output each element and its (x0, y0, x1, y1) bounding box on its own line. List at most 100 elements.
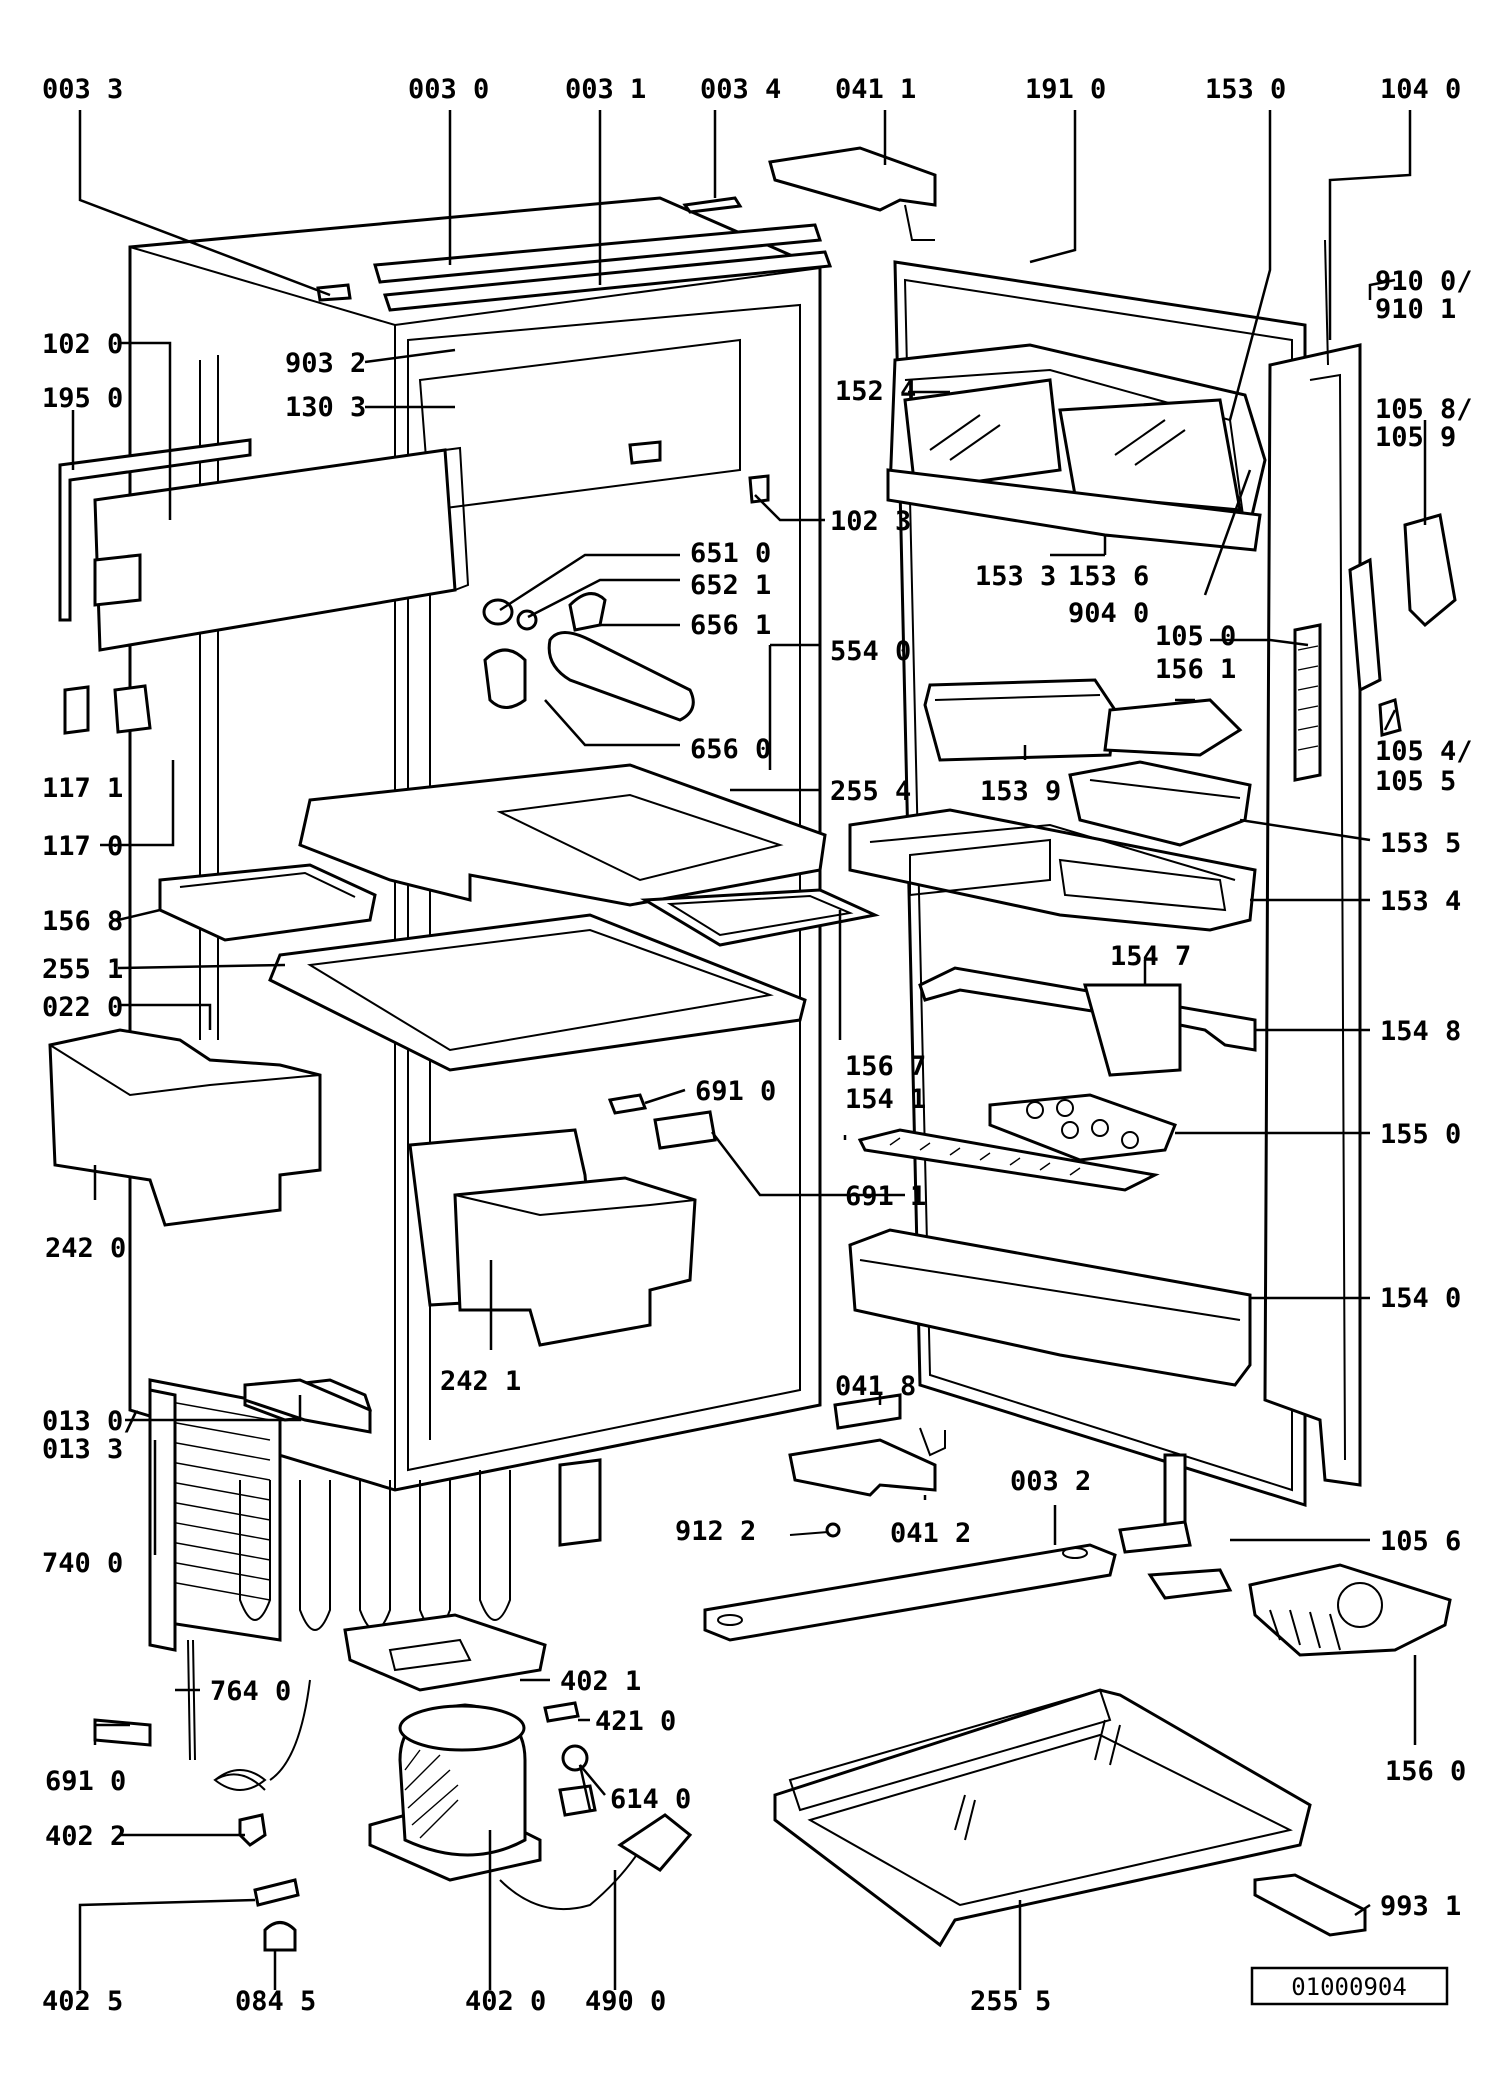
label-156-7: 156 7 (845, 1051, 926, 1082)
label-156-0: 156 0 (1385, 1756, 1466, 1787)
door-seal-tool (1253, 1873, 1367, 1937)
label-156-1: 156 1 (1155, 654, 1236, 685)
ice-cube-tray (1248, 1563, 1452, 1657)
label-155-0: 155 0 (1380, 1119, 1461, 1150)
label-656-0: 656 0 (690, 734, 771, 765)
label-402-0: 402 0 (465, 1986, 546, 2017)
label-691-1: 691 1 (845, 1181, 926, 1212)
label-242-0: 242 0 (45, 1233, 126, 1264)
drawing-number-box: 01000904 (1250, 1966, 1449, 2006)
door-bar (857, 1128, 1160, 1192)
label-102-3: 102 3 (830, 506, 911, 537)
label-195-0: 195 0 (42, 383, 123, 414)
label-255-4: 255 4 (830, 776, 911, 807)
label-910-1: 910 1 (1375, 294, 1456, 325)
door-side-parts (1293, 513, 1457, 782)
label-105-6: 105 6 (1380, 1526, 1461, 1557)
label-912-2: 912 2 (675, 1516, 756, 1547)
screw (789, 1522, 841, 1538)
label-105-9: 105 9 (1375, 422, 1456, 453)
label-105-5: 105 5 (1375, 766, 1456, 797)
label-740-0: 740 0 (42, 1548, 123, 1579)
drawing-number: 01000904 (1291, 1973, 1407, 2001)
label-013-3: 013 3 (42, 1434, 123, 1465)
condenser-grid (148, 1378, 602, 1652)
label-154-1: 154 1 (845, 1084, 926, 1115)
left-small-parts (63, 684, 152, 735)
glass-shelf-lower (268, 913, 807, 1072)
label-041-1: 041 1 (835, 74, 916, 105)
label-003-4: 003 4 (700, 74, 781, 105)
label-656-1: 656 1 (690, 610, 771, 641)
compressor (343, 1613, 641, 1911)
label-003-3: 003 3 (42, 74, 123, 105)
parts-artwork (48, 146, 1457, 1952)
label-154-7: 154 7 (1110, 941, 1191, 972)
top-rails (316, 196, 833, 312)
label-554-0: 554 0 (830, 636, 911, 667)
label-402-2: 402 2 (45, 1821, 126, 1852)
label-003-0: 003 0 (408, 74, 489, 105)
label-153-0: 153 0 (1205, 74, 1286, 105)
small-box (1068, 760, 1252, 847)
crisper-left (48, 1028, 322, 1227)
label-490-0: 490 0 (585, 1986, 666, 2017)
glass-shelf-upper (298, 763, 827, 907)
label-402-1: 402 1 (560, 1666, 641, 1697)
label-652-1: 652 1 (690, 570, 771, 601)
label-105-0: 105 0 (1155, 621, 1236, 652)
leader-lines (71, 110, 1427, 1990)
part-labels: 003 3 003 0 003 1 003 4 041 1 191 0 153 … (42, 74, 1473, 2017)
label-152-4: 152 4 (835, 376, 916, 407)
label-130-3: 130 3 (285, 392, 366, 423)
label-242-1: 242 1 (440, 1366, 521, 1397)
label-104-0: 104 0 (1380, 74, 1461, 105)
label-084-5: 084 5 (235, 1986, 316, 2017)
label-153-4: 153 4 (1380, 886, 1461, 917)
label-102-0: 102 0 (42, 329, 123, 360)
label-614-0: 614 0 (610, 1784, 691, 1815)
top-hinge (768, 146, 937, 241)
label-022-0: 022 0 (42, 992, 123, 1023)
label-154-8: 154 8 (1380, 1016, 1461, 1047)
label-764-0: 764 0 (210, 1676, 291, 1707)
plinth-strip (703, 1543, 1117, 1642)
label-421-0: 421 0 (595, 1706, 676, 1737)
lamp-board (607, 1093, 717, 1150)
label-904-0: 904 0 (1068, 598, 1149, 629)
mains-plug (617, 1813, 693, 1872)
bottom-hinge (788, 1393, 946, 1497)
capillary-tube (187, 1639, 311, 1791)
door-bracket (1118, 1453, 1233, 1600)
label-041-8: 041 8 (835, 1371, 916, 1402)
label-117-1: 117 1 (42, 773, 123, 804)
label-153-9: 153 9 (980, 776, 1061, 807)
label-156-8: 156 8 (42, 906, 123, 937)
crisper-right (408, 1128, 697, 1347)
label-003-2: 003 2 (1010, 1466, 1091, 1497)
label-153-5: 153 5 (1380, 828, 1461, 859)
freezer-flap (58, 438, 470, 652)
glass-shelf-bottom (773, 1688, 1312, 1948)
label-117-0: 117 0 (42, 831, 123, 862)
egg-holder (988, 1093, 1177, 1162)
label-041-2: 041 2 (890, 1518, 971, 1549)
label-651-0: 651 0 (690, 538, 771, 569)
label-691-0-upper: 691 0 (695, 1076, 776, 1107)
label-013-0: 013 0/ (42, 1406, 140, 1437)
bottle-retainer (918, 966, 1257, 1077)
egg-tray (1103, 698, 1243, 757)
glass-cover (640, 888, 880, 947)
label-903-2: 903 2 (285, 348, 366, 379)
label-105-8: 105 8/ (1375, 394, 1473, 425)
door-bin-lower (848, 1228, 1252, 1387)
label-402-5: 402 5 (42, 1986, 123, 2017)
label-003-1: 003 1 (565, 74, 646, 105)
label-154-0: 154 0 (1380, 1283, 1461, 1314)
label-255-1: 255 1 (42, 954, 123, 985)
lamp-assembly (482, 440, 770, 722)
label-105-4: 105 4/ (1375, 736, 1473, 767)
label-153-6: 153 6 (1068, 561, 1149, 592)
mounting-plate (243, 1378, 372, 1434)
